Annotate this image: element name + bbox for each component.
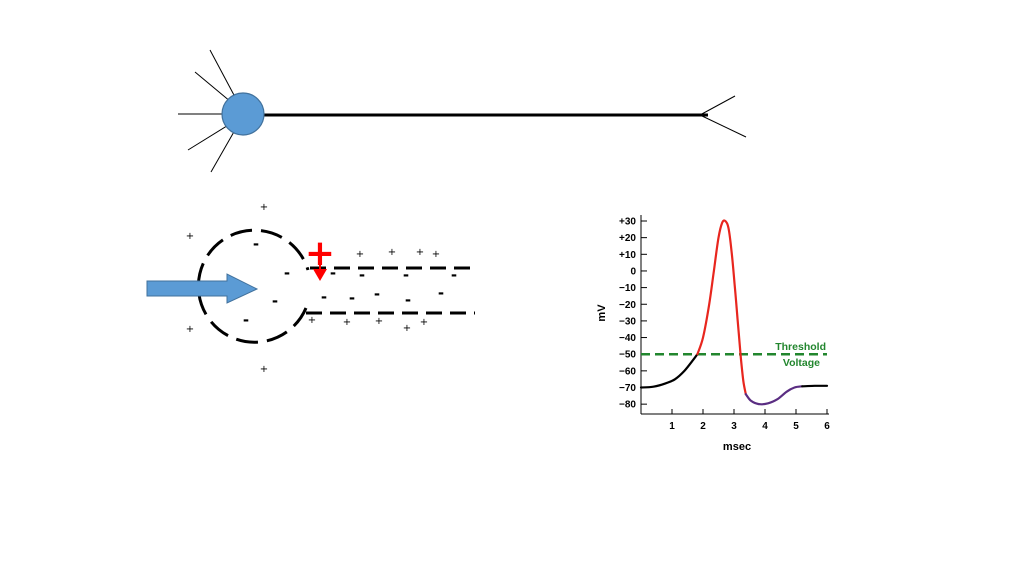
x-tick-label: 5 [793, 421, 799, 432]
x-tick-label: 4 [762, 421, 768, 432]
positive-charge-sign: + [308, 315, 316, 326]
axon-terminal-upper [699, 95, 736, 116]
positive-charge-sign: + [403, 323, 411, 334]
negative-charge-sign: - [330, 264, 336, 282]
positive-charge-sign: + [260, 202, 268, 213]
soma [221, 92, 265, 136]
resting-potential-segment [639, 353, 699, 389]
axon-terminal-lower [699, 114, 747, 138]
threshold-label: Threshold [775, 341, 826, 353]
x-ticks: 1 2 3 4 5 6 [669, 409, 830, 432]
negative-charge-sign: - [272, 292, 278, 310]
negative-charge-sign: - [321, 288, 327, 306]
y-axis-label: mV [596, 304, 608, 322]
y-tick-label: −40 [619, 333, 636, 344]
positive-charge-sign: + [375, 316, 383, 327]
charge-signs: +++++++++++++------------- [186, 202, 457, 375]
positive-charge-sign: + [186, 231, 194, 242]
y-tick-label: 0 [630, 266, 636, 277]
y-tick-label: +30 [619, 217, 636, 228]
hyperpolarization-segment [744, 385, 804, 406]
positive-charge-sign: + [420, 317, 428, 328]
x-tick-label: 2 [700, 421, 706, 432]
x-tick-label: 3 [731, 421, 737, 432]
y-tick-label: −20 [619, 300, 636, 311]
x-tick-label: 1 [669, 421, 675, 432]
y-tick-label: +10 [619, 250, 636, 261]
recovery-segment [801, 384, 829, 388]
y-tick-label: −30 [619, 316, 636, 327]
positive-charge-sign: + [356, 249, 364, 260]
negative-charge-sign: - [253, 235, 259, 253]
positive-charge-sign: + [186, 324, 194, 335]
y-tick-label: −50 [619, 350, 636, 361]
y-tick-label: −80 [619, 400, 636, 411]
y-tick-label: −60 [619, 366, 636, 377]
membrane-diagram: + +++++++++++++------------- [146, 202, 475, 375]
positive-charge-sign: + [416, 247, 424, 258]
incoming-current-arrow [146, 273, 259, 304]
stimulus-marker: + [305, 233, 335, 281]
positive-charge-sign: + [260, 364, 268, 375]
action-potential-chart: +30 +20 +10 0 −10 −20 −30 −40 −50 −60 −70 −80 1 2 3 4 5… [596, 215, 830, 453]
voltage-label: Voltage [783, 357, 820, 369]
negative-charge-sign: - [403, 266, 409, 284]
x-axis-label: msec [723, 441, 751, 453]
negative-charge-sign: - [359, 266, 365, 284]
negative-charge-sign: - [349, 289, 355, 307]
neuron-diagram [178, 49, 747, 173]
y-tick-label: +20 [619, 233, 636, 244]
positive-charge-sign: + [343, 317, 351, 328]
y-tick-label: −10 [619, 283, 636, 294]
negative-charge-sign: - [438, 284, 444, 302]
x-tick-label: 6 [824, 421, 830, 432]
membrane-potential-curve [639, 219, 829, 406]
y-ticks: +30 +20 +10 0 −10 −20 −30 −40 −50 −60 −70 −80 [619, 217, 647, 411]
y-tick-label: −70 [619, 383, 636, 394]
negative-charge-sign: - [405, 291, 411, 309]
negative-charge-sign: - [451, 266, 457, 284]
stimulus-arrow-head [313, 269, 327, 281]
negative-charge-sign: - [374, 285, 380, 303]
depolarization-repolarization-segment [696, 219, 747, 396]
positive-charge-sign: + [432, 249, 440, 260]
negative-charge-sign: - [284, 264, 290, 282]
positive-charge-sign: + [388, 247, 396, 258]
axon-terminals [699, 95, 747, 138]
negative-charge-sign: - [243, 311, 249, 329]
